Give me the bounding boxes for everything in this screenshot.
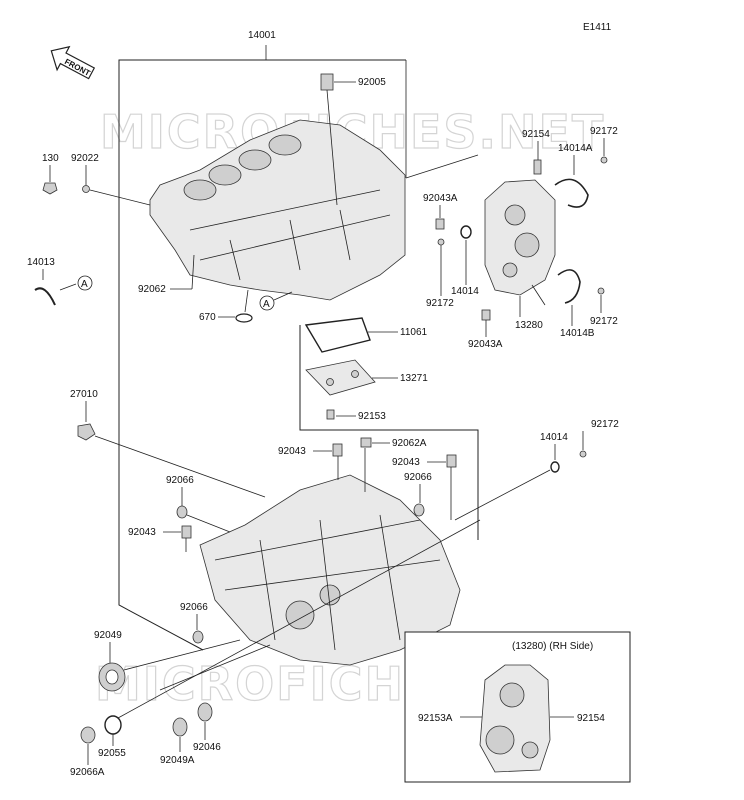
label-92154-inset: 92154	[577, 713, 605, 724]
part-92046-icon	[197, 702, 213, 722]
label-92062A: 92062A	[392, 438, 427, 449]
part-92062A-icon	[360, 437, 372, 448]
label-92066-b: 92066	[404, 472, 432, 483]
part-11061-icon	[304, 317, 371, 353]
label-92043A-low: 92043A	[468, 339, 503, 350]
label-92049: 92049	[94, 630, 122, 641]
label-92153A: 92153A	[418, 713, 453, 724]
part-92172-top-icon	[600, 156, 608, 164]
inset-title: (13280) (RH Side)	[512, 641, 593, 652]
part-92043-b-icon	[446, 454, 457, 468]
label-92172-top: 92172	[590, 126, 618, 137]
label-92172-mid: 92172	[426, 298, 454, 309]
part-92172-mid-icon	[437, 238, 445, 246]
part-92022-icon	[82, 185, 90, 193]
ref-a-text-mid: A	[263, 299, 270, 310]
part-92153-icon	[326, 409, 335, 420]
part-14014-mid-icon	[460, 225, 472, 239]
part-14014A-icon	[554, 178, 589, 208]
label-92043-a: 92043	[278, 446, 306, 457]
part-92066-c-icon	[192, 630, 204, 644]
part-92066A-icon	[80, 726, 96, 744]
upper-crankcase	[149, 119, 406, 301]
part-14014-lower-icon	[550, 461, 560, 473]
part-92172-lower-icon	[579, 450, 587, 458]
label-92005: 92005	[358, 77, 386, 88]
right-cover-13280	[484, 179, 556, 296]
part-92043-a-icon	[332, 443, 343, 457]
label-92043-b: 92043	[392, 457, 420, 468]
label-92049A: 92049A	[160, 755, 195, 766]
label-92066-c: 92066	[180, 602, 208, 613]
part-92049A-icon	[172, 717, 188, 737]
label-14014B: 14014B	[560, 328, 595, 339]
label-130: 130	[42, 153, 59, 164]
label-14014-mid: 14014	[451, 286, 479, 297]
label-92043-c: 92043	[128, 527, 156, 538]
part-27010-icon	[77, 423, 96, 441]
label-92172-lower: 92172	[591, 419, 619, 430]
label-92154-top: 92154	[522, 129, 550, 140]
part-14014B-icon	[557, 269, 581, 304]
label-92062: 92062	[138, 284, 166, 295]
inset-cover-icon	[479, 664, 551, 773]
label-670: 670	[199, 312, 216, 323]
part-92066-a-icon	[176, 505, 188, 519]
front-arrow-icon: FRONT	[50, 45, 96, 80]
part-92066-b-icon	[413, 503, 425, 517]
ref-a-text-left: A	[81, 279, 88, 290]
part-92043A-low-icon	[481, 309, 491, 321]
label-13280: 13280	[515, 320, 543, 331]
label-14014-lower: 14014	[540, 432, 568, 443]
label-92022: 92022	[71, 153, 99, 164]
part-670-icon	[235, 313, 253, 323]
part-92154-icon	[533, 159, 542, 175]
part-130-icon	[42, 182, 58, 195]
label-14013: 14013	[27, 257, 55, 268]
ref-a-marker-left	[77, 275, 93, 291]
part-92043A-top-icon	[435, 218, 445, 230]
part-92055-icon	[104, 715, 122, 735]
label-14001: 14001	[248, 30, 276, 41]
part-13271-icon	[305, 359, 376, 396]
lower-group-line	[299, 325, 479, 540]
label-11061: 11061	[400, 327, 428, 338]
label-13271: 13271	[400, 373, 428, 384]
part-92043-c-icon	[181, 525, 192, 539]
label-92043A-top: 92043A	[423, 193, 458, 204]
part-92005-icon	[320, 73, 334, 91]
inset-rh-side: (13280) (RH Side) 92153A 92154	[404, 631, 631, 783]
label-92153: 92153	[358, 411, 386, 422]
part-14013-icon	[34, 287, 56, 306]
part-92172-right-icon	[597, 287, 605, 295]
upper-case-group-line	[118, 59, 406, 651]
label-92066-a: 92066	[166, 475, 194, 486]
diagram-code: E1411	[583, 22, 612, 33]
label-27010: 27010	[70, 389, 98, 400]
label-92046: 92046	[193, 742, 221, 753]
label-14014A: 14014A	[558, 143, 593, 154]
label-92066A: 92066A	[70, 767, 105, 778]
ref-a-marker-mid	[259, 295, 275, 311]
label-92172-right: 92172	[590, 316, 618, 327]
label-92055: 92055	[98, 748, 126, 759]
